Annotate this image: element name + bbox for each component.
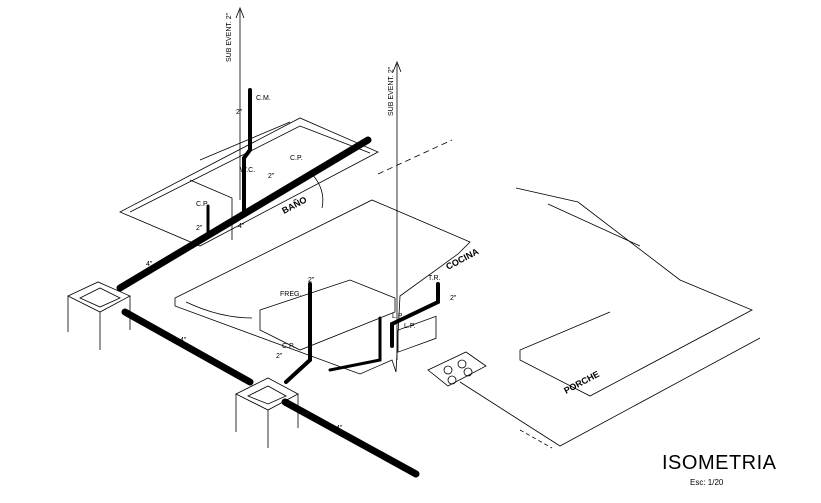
label-d2-f: 2" — [450, 295, 457, 302]
kitchen-counter — [259, 279, 396, 351]
label-d2-e: 2" — [276, 353, 283, 360]
bathroom-inner-wall — [129, 121, 371, 240]
label-d2-a: 2" — [236, 109, 243, 116]
label-bano: BAÑO — [280, 194, 308, 215]
dashed-wall — [377, 139, 453, 175]
porch-outline — [515, 187, 753, 397]
label-cp-bath-left: C.P. — [196, 201, 209, 208]
label-freg: FREG. — [280, 291, 301, 298]
label-d2-c: 2" — [196, 225, 203, 232]
vent-1-arrow — [235, 6, 245, 19]
main-drain-pipe-3 — [281, 398, 420, 478]
label-cp-kitchen: C.P. — [282, 343, 295, 350]
label-lp-1: L.P. — [392, 313, 404, 320]
label-d4-a: 4" — [146, 261, 153, 268]
label-cp-bath-top: C.P. — [290, 155, 303, 162]
porch-inner — [459, 203, 761, 447]
main-drain-pipe-2 — [121, 308, 254, 386]
label-wc: W.C. — [240, 167, 255, 174]
drawing-title: ISOMETRIA — [662, 452, 777, 474]
drawing-scale: Esc: 1/20 — [690, 478, 724, 487]
label-d4-b: 4" — [180, 337, 187, 344]
label-d4-d: 4" — [238, 223, 245, 230]
label-vent-2: SUB EVENT. 2" — [388, 66, 395, 116]
toilet-riser — [242, 88, 252, 212]
kitchen-door-arc — [185, 301, 253, 319]
kitchen-riser — [284, 282, 312, 384]
tr-branch — [390, 282, 440, 348]
label-vent-1: SUB EVENT. 2" — [226, 12, 233, 62]
column-1 — [67, 281, 131, 350]
column-2 — [235, 377, 299, 448]
lp-branch — [328, 316, 382, 372]
bathroom-door-arc — [311, 173, 324, 209]
labels: SUB EVENT. 2" SUB EVENT. 2" C.M. W.C. C.… — [146, 12, 601, 432]
label-d2-d: 2" — [308, 277, 315, 284]
label-lp-2: L.P. — [404, 323, 416, 330]
stove — [427, 351, 487, 387]
sink — [397, 315, 437, 353]
vent-2-arrow — [392, 60, 402, 73]
porch-dashed — [519, 429, 553, 449]
label-cm: C.M. — [256, 95, 271, 102]
label-d4-c: 4" — [336, 425, 343, 432]
main-drain-pipe-1 — [116, 136, 372, 292]
label-tr: T.R. — [428, 275, 441, 282]
label-d2-b: 2" — [268, 173, 275, 180]
